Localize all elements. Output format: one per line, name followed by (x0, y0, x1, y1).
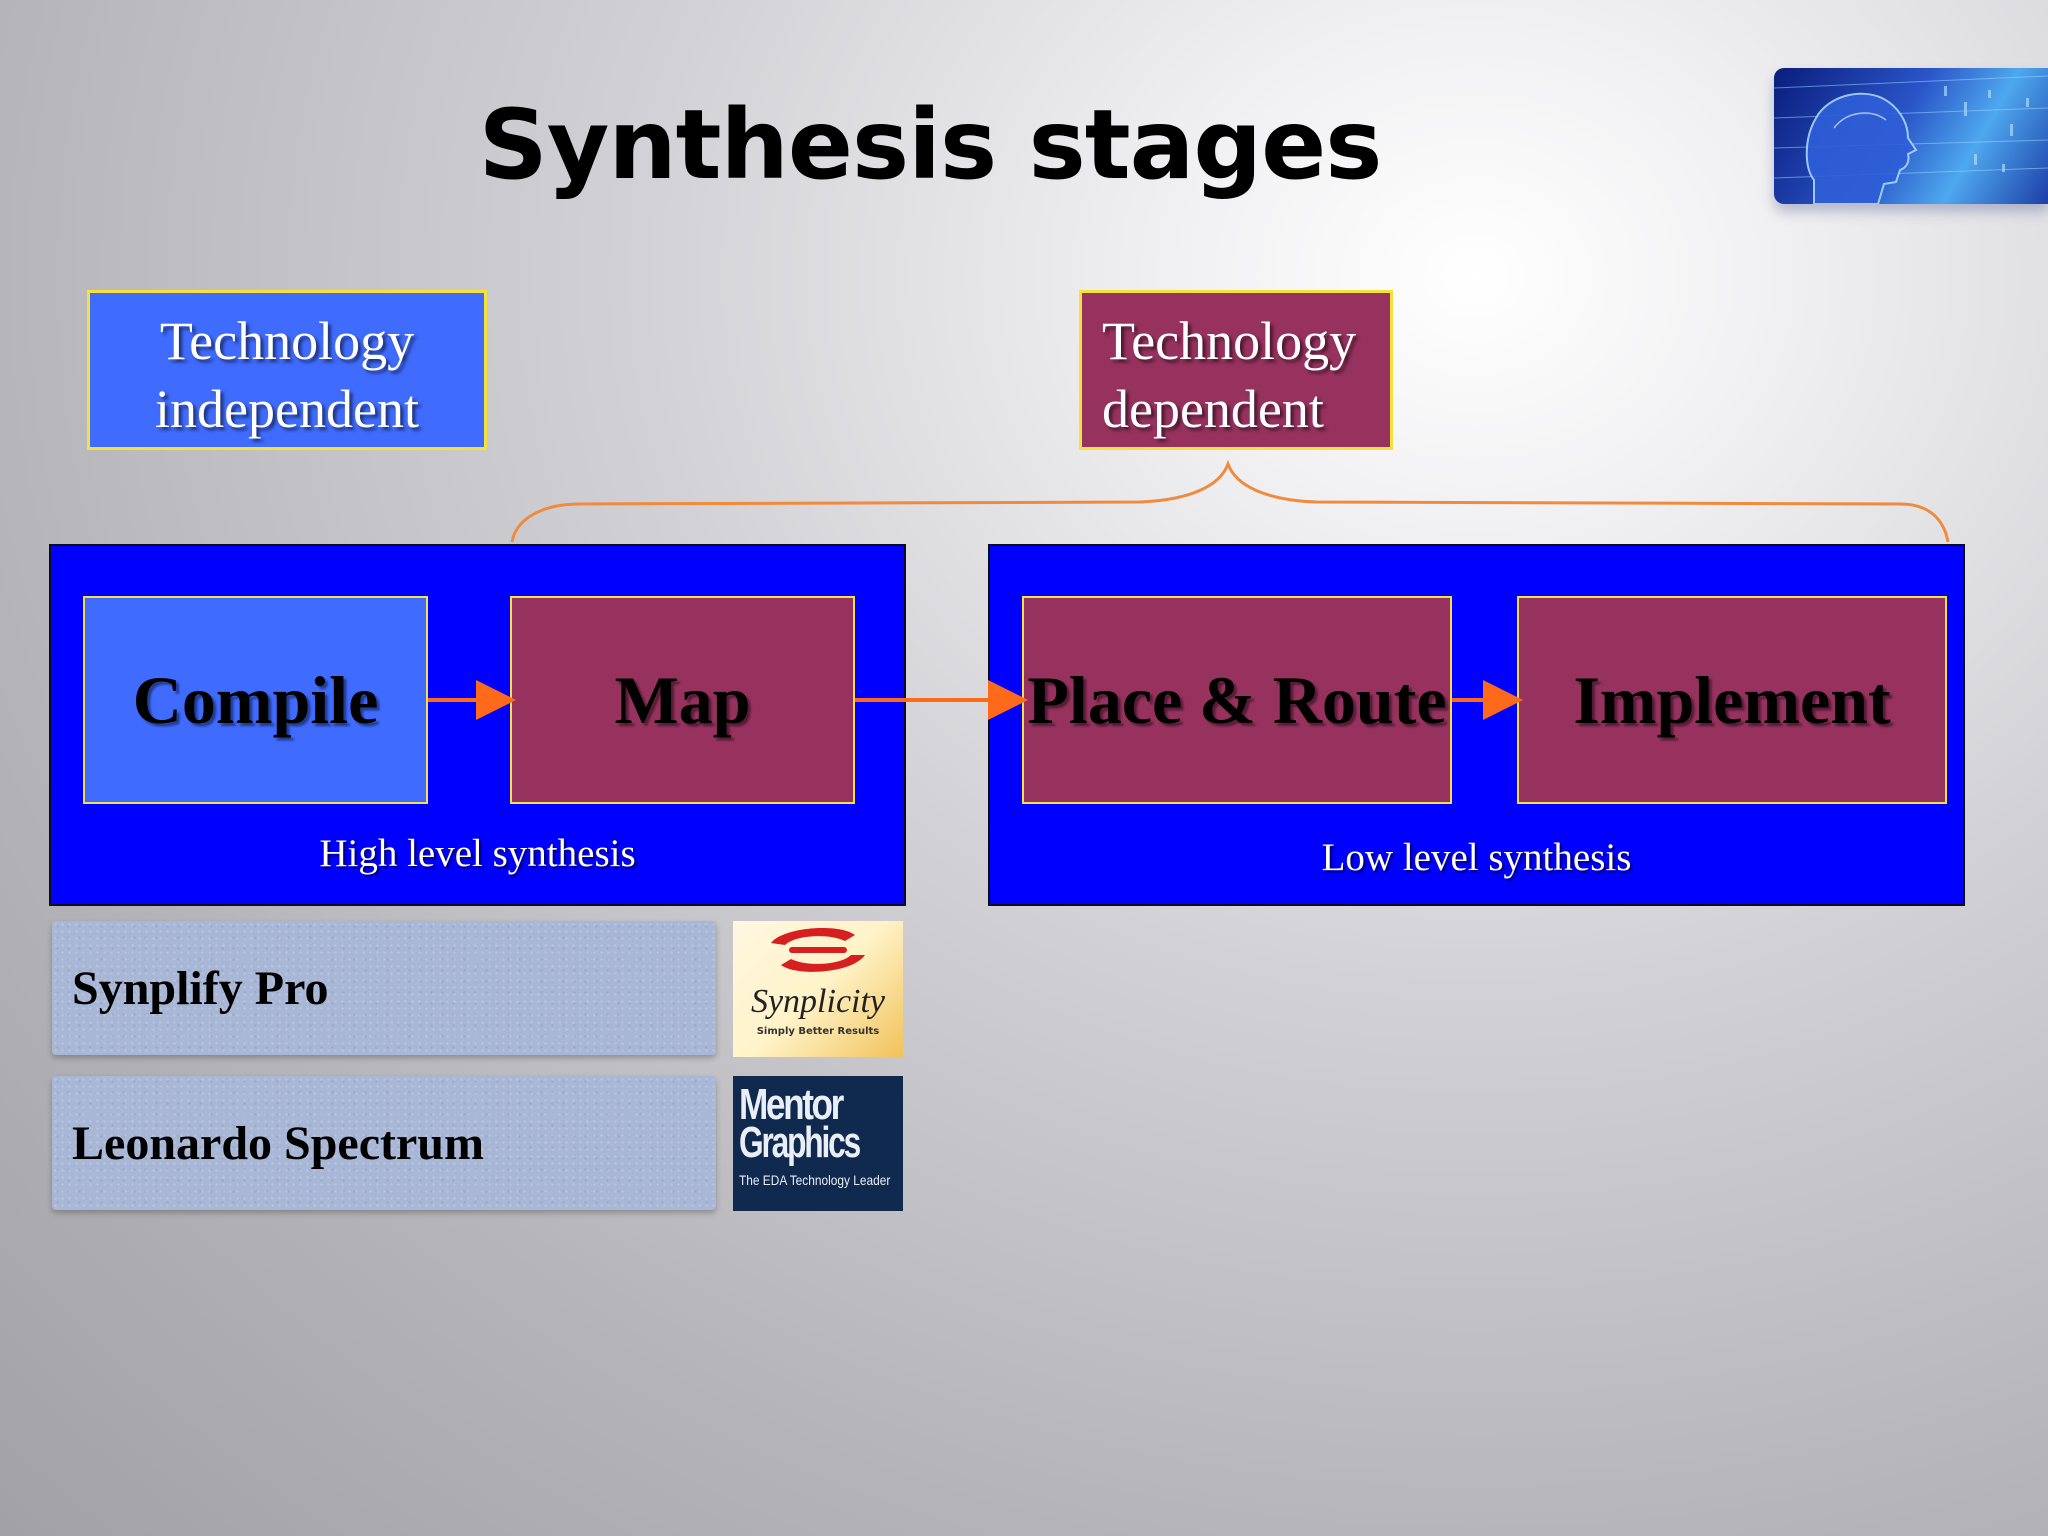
stage-implement-label: Implement (1573, 661, 1891, 738)
stage-compile: Compile (83, 596, 428, 804)
mentor-tagline: The EDA Technology Leader (739, 1172, 891, 1188)
tag-technology-dependent: Technology dependent (1079, 290, 1393, 450)
stage-compile-label: Compile (132, 661, 379, 738)
tool-leonardo-spectrum-label: Leonardo Spectrum (72, 1116, 484, 1170)
mentor-graphics-logo: Mentor Graphics The EDA Technology Leade… (733, 1076, 903, 1211)
mentor-line-2: Graphics (739, 1118, 861, 1167)
panel-label-high: High level synthesis (319, 832, 636, 875)
stage-implement: Implement (1517, 596, 1947, 804)
head-profile-icon (1774, 75, 2048, 204)
mentor-line-1: Mentor (739, 1080, 844, 1129)
panel-label-low: Low level synthesis (1321, 836, 1632, 879)
stage-map: Map (510, 596, 855, 804)
tool-synplify-pro: Synplify Pro (52, 921, 716, 1055)
header-decoration-image (1774, 68, 2048, 204)
synplicity-tagline: Simply Better Results (756, 1026, 880, 1037)
tag-line-1: Technology (1102, 311, 1357, 371)
synplicity-name: Synplicity (750, 983, 886, 1020)
tag-line-1: Technology (159, 311, 415, 371)
tag-line-2: independent (155, 379, 419, 439)
tool-leonardo-spectrum: Leonardo Spectrum (52, 1076, 716, 1210)
tool-synplify-pro-label: Synplify Pro (72, 961, 329, 1015)
synplicity-logo: Synplicity Simply Better Results (733, 921, 903, 1057)
slide-title: Synthesis stages (478, 89, 1383, 201)
tag-line-2: dependent (1102, 379, 1324, 439)
stage-place-route: Place & Route (1022, 596, 1452, 804)
stage-place-route-label: Place & Route (1027, 661, 1447, 738)
stage-map-label: Map (614, 661, 751, 738)
synplicity-swirl-icon (771, 928, 865, 972)
tag-technology-independent: Technology independent (87, 290, 487, 450)
